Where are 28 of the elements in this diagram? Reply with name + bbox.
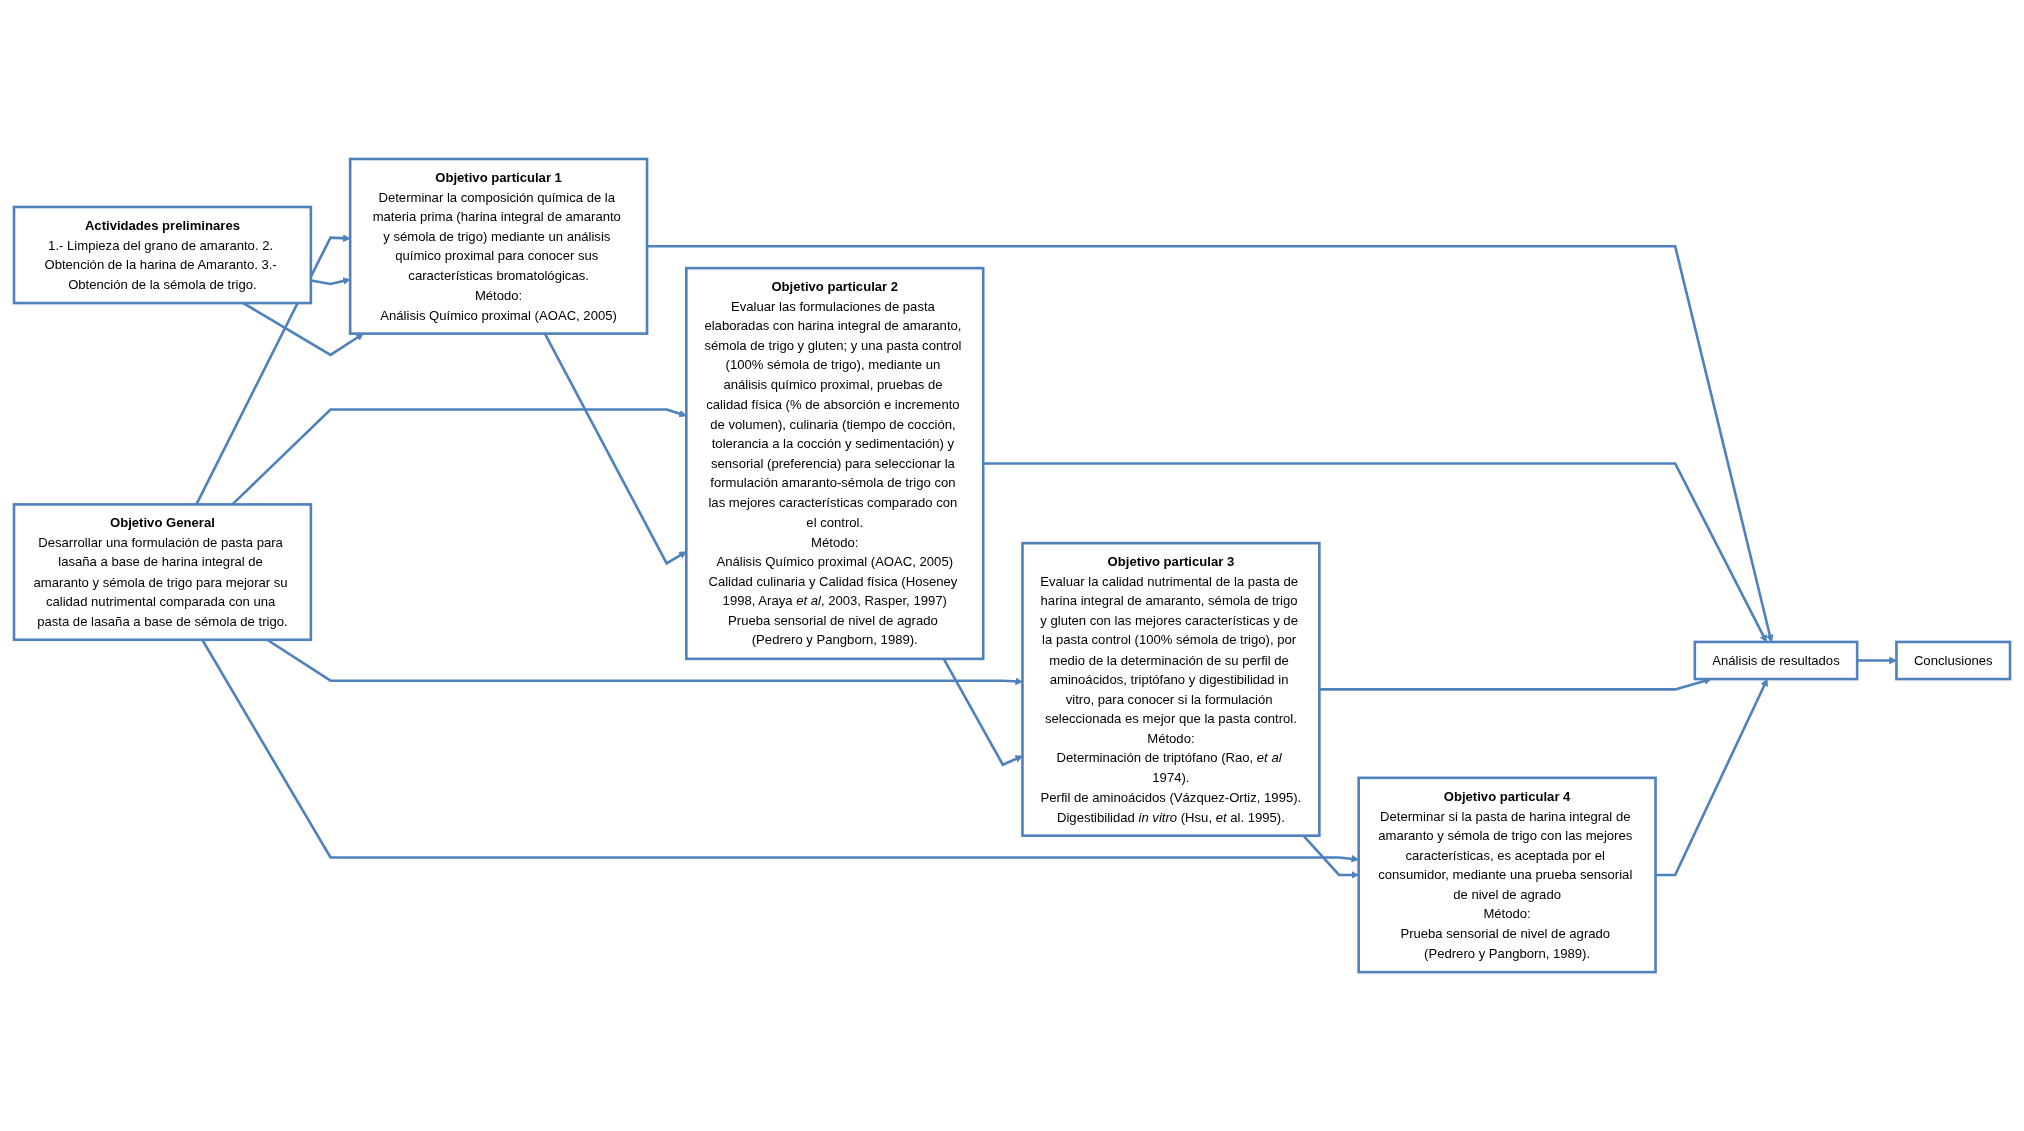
node-label: Objetivo particular 1	[435, 169, 562, 185]
node-label: Análisis Químico proximal (AOAC, 2005)	[716, 553, 954, 569]
node-label: Perfil de aminoácidos (Vázquez-Ortiz, 1995).	[1040, 789, 1302, 805]
node-label: Evaluar las formulaciones de pasta elaboradas con harina integral de amaranto, sémola de trigo y gluten; y una pasta control (100% sémola de trigo), mediante un análisis químico proximal, pruebas de calidad física (% de absorción e incremento de volumen), culinaria (tiempo de cocción, tolerancia a la cocción y sedimentación) y sensorial (preferencia) para seleccionar la formulación amaranto-sémola de trigo con las mejores características comparado con el control.	[704, 298, 962, 530]
process-box: Objetivo particular 2 Evaluar las formulaciones de pasta elaboradas con harina integral de amaranto, sémola de trigo y gluten; y una pasta control (100% sémola de trigo), mediante un análisis químico proximal, pruebas de calidad física (% de absorción e incremento de volumen), culinaria (tiempo de cocción, tolerancia a la cocción y sedimentación) y sensorial (preferencia) para seleccionar la formulación amaranto-sémola de trigo con las mejores características comparado con el control. Método: Análisis Químico proximal (AOAC, 2005) Calidad culinaria y Calidad física (Hoseney 1998, Araya et al, 2003, Rasper, 1997) Prueba sensorial de nivel de agrado (Pedrero y Pangborn, 1989).	[685, 266, 985, 661]
node-label: Calidad culinaria y Calidad física (Hoseney 1998, Araya et al, 2003, Rasper, 1997)	[708, 573, 958, 608]
node-label: Método:	[1147, 730, 1195, 746]
node-label: Método:	[1483, 906, 1531, 921]
process-box: Actividades preliminares 1.- Limpieza del grano de amaranto. 2. Obtención de la harina de Amaranto. 3.- Obtención de la sémola de trigo.	[12, 205, 313, 305]
process-box: Objetivo General Desarrollar una formulación de pasta para lasaña a base de harina integral de amaranto y sémola de trigo para mejorar su calidad nutrimental comparada con una pasta de lasaña a base de sémola de trigo.	[12, 503, 313, 642]
node-label: Método:	[811, 533, 859, 549]
node-label: Determinación de triptófano (Rao, et al 1974).	[1056, 750, 1282, 785]
node-label: Evaluar la calidad nutrimental de la pasta de harina integral de amaranto, sémola de trigo y gluten con las mejores características y de la pasta control (100% sémola de trigo), por medio de la determinación de su perfil de aminoácidos, triptófano y digestibilidad in vitro, para conocer si la formulación seleccionada es mejor que la pasta control.	[1040, 573, 1298, 726]
process-box: Análisis de resultados	[1693, 640, 1859, 681]
node-label: Determinar si la pasta de harina integral de amaranto y sémola de trigo con las mejores características, es aceptada por el consumidor, mediante una prueba sensorial de nivel de agrado	[1378, 807, 1633, 902]
node-label: Digestibilidad in vitro (Hsu, et al. 1995).	[1056, 809, 1285, 824]
node-label: Objetivo particular 3	[1107, 553, 1235, 569]
node-label: Análisis Químico proximal (AOAC, 2005)	[380, 306, 617, 322]
node-label: Objetivo particular 2	[771, 278, 899, 294]
node-label: Determinar la composición química de la materia prima (harina integral de amaranto y sémola de trigo) mediante un análisis químico proximal para conocer sus características bromatológicas.	[372, 189, 621, 283]
node-label: Prueba sensorial de nivel de agrado (Pedrero y Pangborn, 1989).	[728, 612, 938, 648]
node-label: Método:	[474, 287, 523, 303]
node-label: Prueba sensorial de nivel de agrado (Pedrero y Pangborn, 1989).	[1400, 925, 1611, 961]
process-box: Objetivo particular 3 Evaluar la calidad nutrimental de la pasta de harina integral de amaranto, sémola de trigo y gluten con las mejores características y de la pasta control (100% sémola de trigo), por medio de la determinación de su perfil de aminoácidos, triptófano y digestibilidad in vitro, para conocer si la formulación seleccionada es mejor que la pasta control. Método: Determinación de triptófano (Rao, et al 1974). Perfil de aminoácidos (Vázquez-Ortiz, 1995). Digestibilidad in vitro (Hsu, et al. 1995).	[1021, 541, 1321, 837]
process-box: Conclusiones	[1895, 640, 2012, 681]
node-label: Objetivo particular 4	[1443, 788, 1571, 804]
process-box: Objetivo particular 1 Determinar la composición química de la materia prima (harina integral de amaranto y sémola de trigo) mediante un análisis químico proximal para conocer sus características bromatológicas. Método: Análisis Químico proximal (AOAC, 2005)	[348, 157, 649, 335]
process-box: Objetivo particular 4 Determinar si la pasta de harina integral de amaranto y sémola de trigo con las mejores características, es aceptada por el consumidor, mediante una prueba sensorial de nivel de agrado Método: Prueba sensorial de nivel de agrado (Pedrero y Pangborn, 1989).	[1357, 776, 1657, 974]
